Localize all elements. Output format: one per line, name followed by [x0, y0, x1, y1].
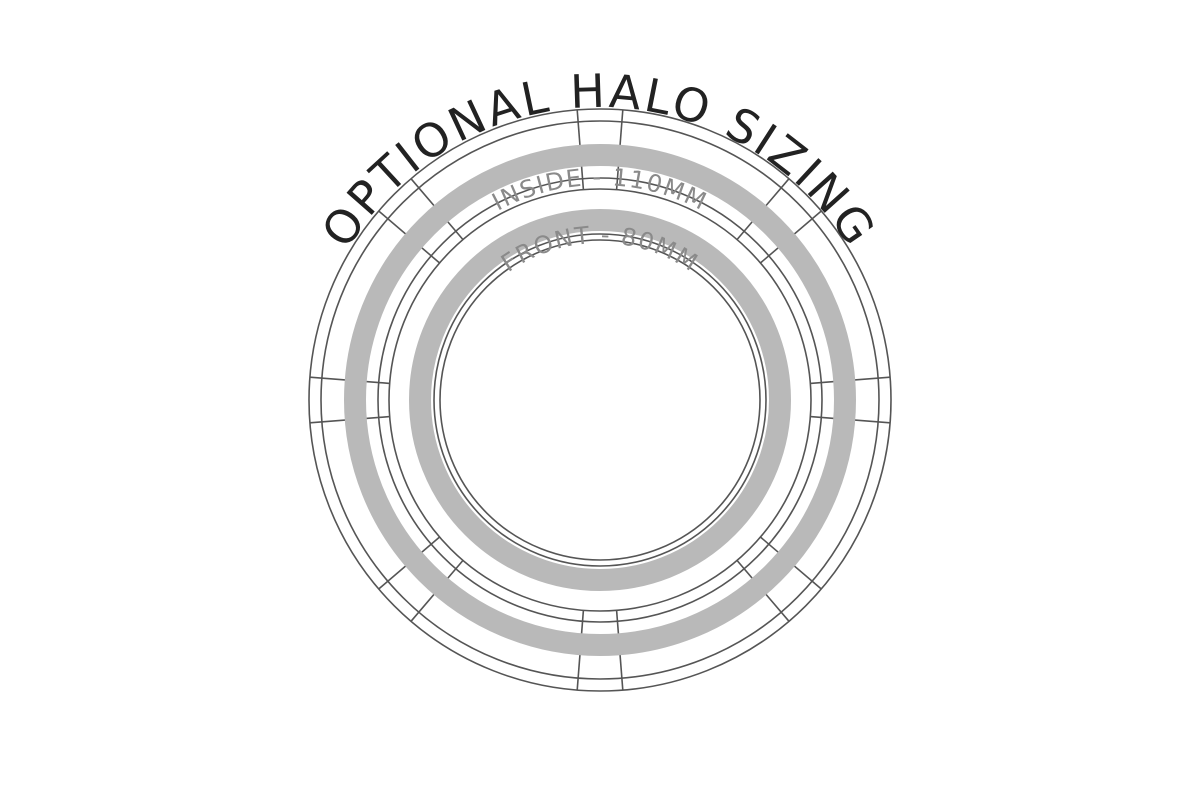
- trim-ring: [433, 233, 767, 567]
- frame-ring-inner: [388, 188, 812, 612]
- lens-ring: [439, 239, 761, 561]
- outer-rim-inner: [320, 120, 880, 680]
- outer-rim: [308, 108, 892, 692]
- inside-halo-ring: [344, 144, 856, 656]
- front-halo-ring: [409, 209, 791, 591]
- frame-ring: [377, 177, 823, 623]
